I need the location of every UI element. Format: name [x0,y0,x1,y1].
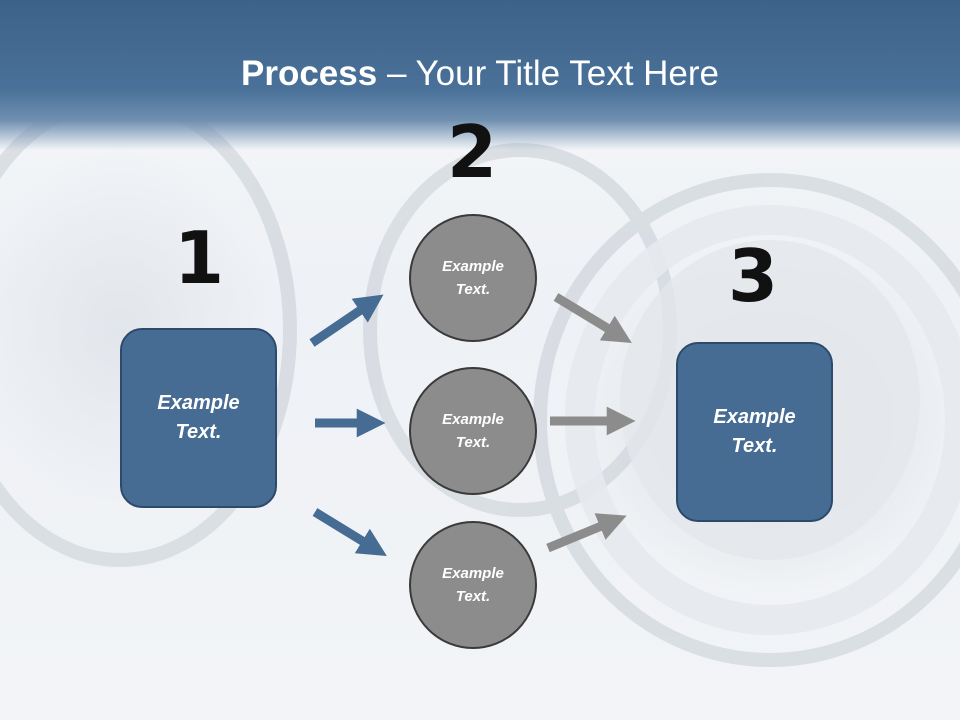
step-3-line1: Example [713,406,796,428]
step-3-box: Example Text. [676,342,833,522]
circle-bottom-line1: Example [442,565,504,582]
step-number-2: 2 [446,110,498,194]
step-2-circle-top: Example Text. [409,214,537,342]
arrow-bottom-to-3 [546,513,627,553]
step-number-1: 1 [173,216,225,300]
step-number-3: 3 [727,234,779,318]
circle-top-line1: Example [442,258,504,275]
arrow-top-to-3 [553,293,632,343]
title-rest: – Your Title Text Here [377,54,719,93]
arrow-1-to-bottom [312,508,387,557]
circle-middle-line2: Text. [455,434,491,451]
title-bold: Process [241,54,378,93]
circle-middle-line1: Example [442,411,504,428]
circle-bottom-line2: Text. [455,588,491,605]
step-3-line2: Text. [731,435,778,457]
step-1-line2: Text. [175,421,222,443]
title-band [0,0,960,150]
step-1-line1: Example [157,392,240,414]
page-title: Process – Your Title Text Here [0,52,960,96]
step-2-circle-middle: Example Text. [409,367,537,495]
arrow-1-to-top [309,294,384,347]
step-1-box: Example Text. [120,328,277,508]
step-2-circle-bottom: Example Text. [409,521,537,649]
circle-top-line2: Text. [455,281,491,298]
